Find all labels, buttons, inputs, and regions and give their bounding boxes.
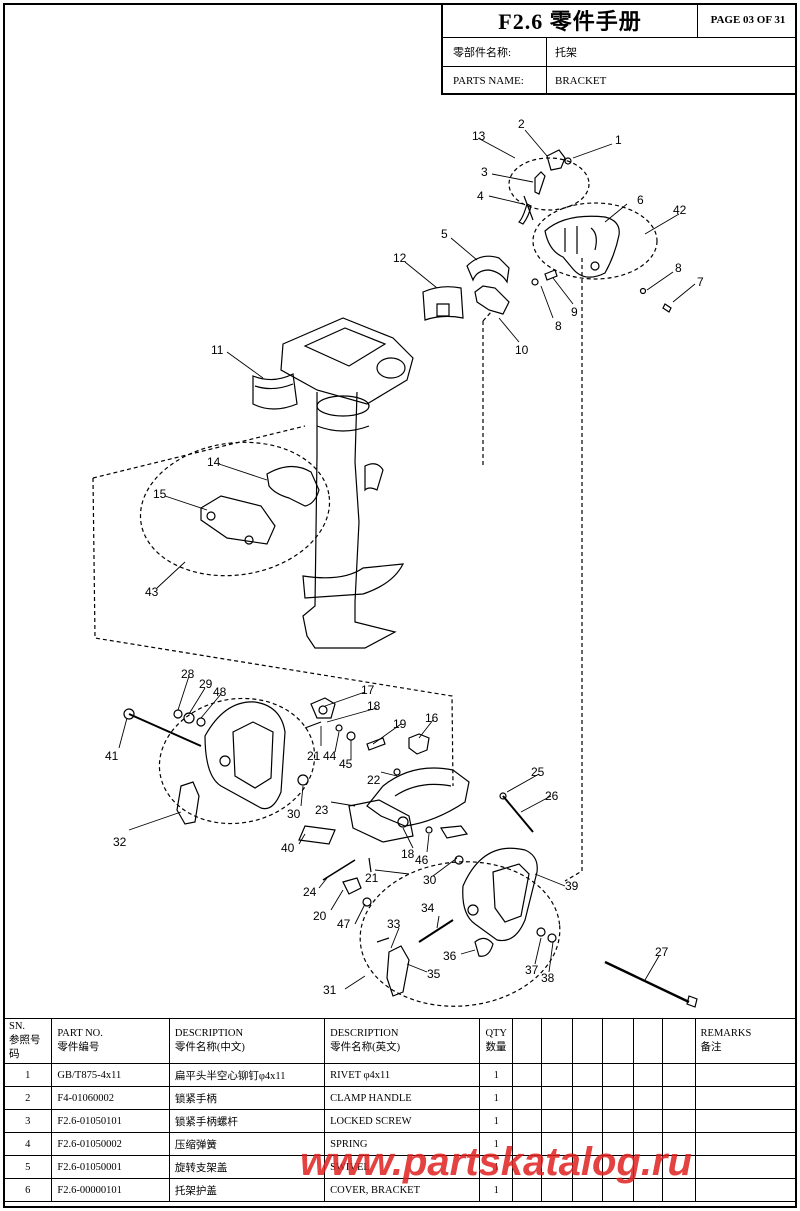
callout-44: 44 [323, 749, 337, 763]
callout-16: 16 [425, 711, 439, 725]
callout-5: 5 [441, 227, 448, 241]
callout-35: 35 [427, 967, 441, 981]
callout-10: 10 [515, 343, 529, 357]
liner-12 [422, 286, 464, 321]
callout-23: 23 [315, 803, 329, 817]
callout-labels: 1 2 3 4 5 6 7 8 8 9 10 11 12 13 14 15 16… [105, 117, 704, 997]
callout-41: 41 [105, 749, 119, 763]
callout-42: 42 [673, 203, 687, 217]
page-frame [3, 3, 797, 1208]
clamp-handle-group [517, 149, 572, 225]
callout-18b: 18 [401, 847, 415, 861]
callout-2: 2 [518, 117, 525, 131]
callout-3: 3 [481, 165, 488, 179]
table-row: 6 F2.6-00000101 托架护盖 COVER, BRACKET 1 [2, 1178, 798, 1202]
callout-29: 29 [199, 677, 213, 691]
callout-20: 20 [313, 909, 327, 923]
title-block: F2.6 零件手册 PAGE 03 OF 31 零部件名称: 托架 PARTS … [441, 3, 797, 95]
callout-39: 39 [565, 879, 579, 893]
watermark: www.partskatalog.ru [300, 1140, 692, 1184]
callout-33: 33 [387, 917, 401, 931]
page-title: F2.6 零件手册 [443, 3, 698, 37]
callout-6: 6 [637, 193, 644, 207]
group-outlines [92, 157, 658, 1007]
swivel-bracket [466, 255, 510, 315]
callout-11: 11 [211, 343, 224, 357]
callout-30b: 30 [423, 873, 437, 887]
callout-34: 34 [421, 901, 435, 915]
callout-12: 12 [393, 251, 407, 265]
liner-11 [252, 373, 298, 410]
callout-45: 45 [339, 757, 353, 771]
callout-19: 19 [393, 717, 407, 731]
callout-1: 1 [615, 133, 622, 147]
callout-30a: 30 [287, 807, 301, 821]
col-part-no: PART NO.零件编号 [51, 1018, 170, 1064]
leader-lines [118, 129, 696, 990]
callout-15: 15 [153, 487, 167, 501]
callout-26: 26 [545, 789, 559, 803]
clamp-14-15 [200, 465, 320, 545]
callout-46: 46 [415, 853, 429, 867]
callout-7: 7 [697, 275, 704, 289]
clamp-bracket-right [454, 847, 538, 942]
callout-47: 47 [337, 917, 351, 931]
callout-24: 24 [303, 885, 317, 899]
callout-9: 9 [571, 305, 578, 319]
callout-40: 40 [281, 841, 295, 855]
callout-22: 22 [367, 773, 381, 787]
callout-21b: 21 [365, 871, 379, 885]
callout-37: 37 [525, 963, 539, 977]
callout-43: 43 [145, 585, 159, 599]
callout-48: 48 [213, 685, 227, 699]
callout-8b: 8 [555, 319, 562, 333]
drive-shaft-housing [280, 317, 414, 649]
callout-28: 28 [181, 667, 195, 681]
callout-27: 27 [655, 945, 669, 959]
table-row: 5 F2.6-01050001 旋转支架盖 SWIVEL 1 [2, 1155, 798, 1179]
callout-8a: 8 [675, 261, 682, 275]
parts-name-cn: 托架 [555, 47, 577, 59]
table-row: 4 F2.6-01050002 压缩弹簧 SPRING 1 [2, 1132, 798, 1156]
callout-32: 32 [113, 835, 127, 849]
callout-31: 31 [323, 983, 337, 997]
parts-name-en-label: PARTS NAME: [443, 67, 547, 95]
exploded-parts-drawing: 1 2 3 4 5 6 7 8 8 9 10 11 12 13 14 15 16… [92, 117, 704, 1008]
callout-4: 4 [477, 189, 484, 203]
callout-17: 17 [361, 683, 375, 697]
clamp-bracket-left [123, 701, 286, 825]
callout-38: 38 [541, 971, 555, 985]
callout-14: 14 [207, 455, 221, 469]
callout-18a: 18 [367, 699, 381, 713]
swivel-bracket-main [348, 767, 470, 843]
table-row: 3 F2.6-01050101 锁紧手柄螺杆 LOCKED SCREW 1 [2, 1109, 798, 1133]
callout-13: 13 [472, 129, 486, 143]
callout-21a: 21 [307, 749, 321, 763]
page-number: PAGE 03 OF 31 [710, 14, 786, 26]
parts-name-en: BRACKET [555, 75, 607, 87]
table-row: 2 F4-01060002 锁紧手柄 CLAMP HANDLE 1 [2, 1086, 798, 1110]
callout-25: 25 [531, 765, 545, 779]
table-row: 1 GB/T875-4x11 扁平头半空心铆钉φ4x11 RIVET φ4x11… [2, 1063, 798, 1087]
callout-36: 36 [443, 949, 457, 963]
parts-name-cn-label: 零部件名称: [443, 38, 547, 66]
bracket-cover [544, 215, 620, 278]
col-sn: SN.参照号码 [2, 1018, 53, 1064]
